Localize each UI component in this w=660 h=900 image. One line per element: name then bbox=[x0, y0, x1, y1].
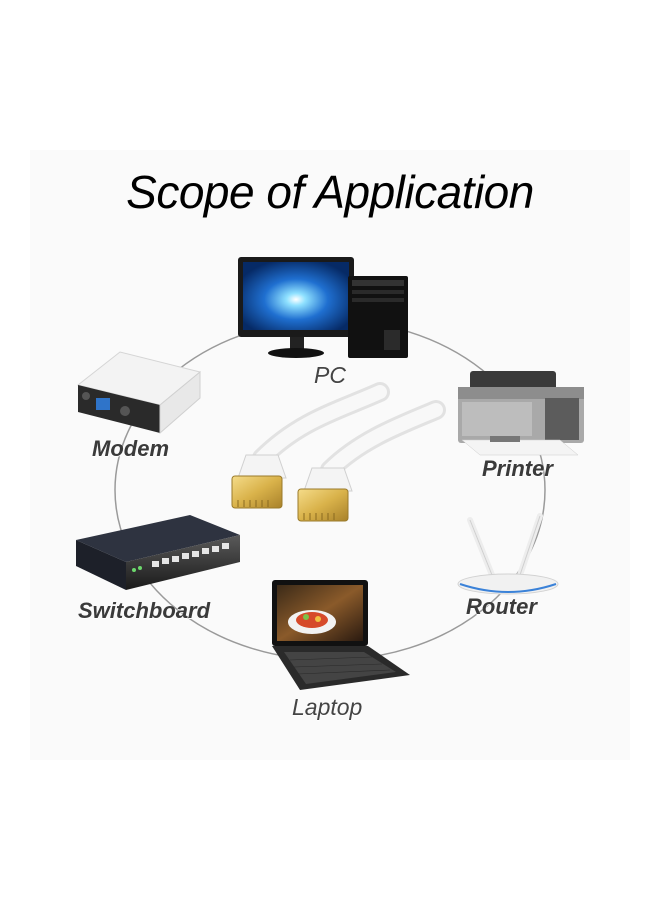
ethernet-cable-icon bbox=[231, 382, 446, 522]
desktop-computer-icon bbox=[238, 257, 408, 358]
device-label-printer: Printer bbox=[482, 456, 553, 481]
device-label-modem: Modem bbox=[92, 436, 169, 461]
printer-icon bbox=[458, 371, 584, 456]
device-label-switchboard: Switchboard bbox=[78, 598, 211, 623]
device-label-router: Router bbox=[466, 594, 537, 619]
network-switch-icon bbox=[76, 515, 240, 590]
diagram-title: Scope of Application bbox=[126, 166, 534, 218]
device-label-pc: PC bbox=[314, 362, 346, 388]
laptop-icon bbox=[272, 580, 410, 690]
modem-icon bbox=[76, 351, 202, 435]
device-label-laptop: Laptop bbox=[292, 694, 363, 720]
wifi-router-icon bbox=[457, 513, 559, 595]
